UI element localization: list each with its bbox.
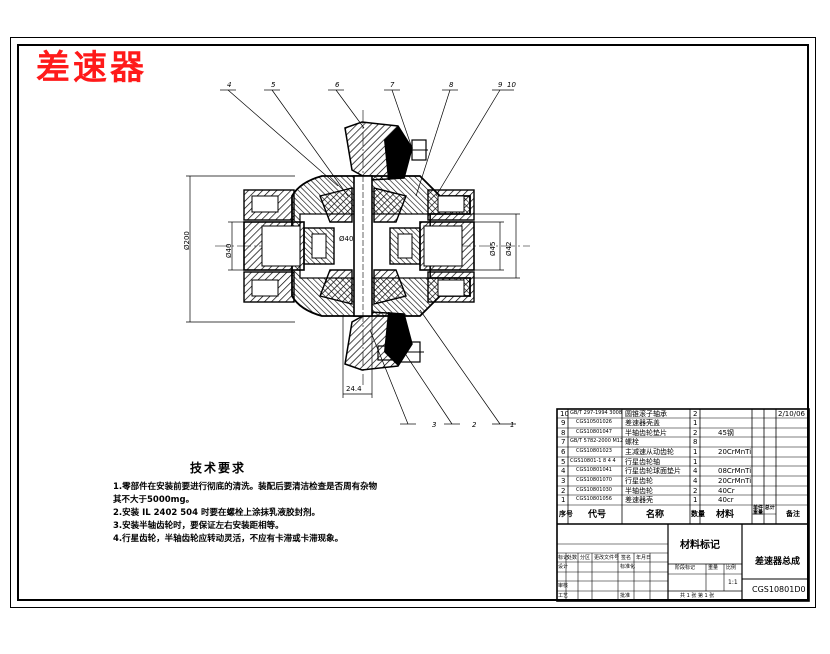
inner-frame: [17, 44, 809, 601]
header-note: 备注: [786, 510, 800, 518]
header-code: 代号: [588, 510, 607, 520]
leader-4: 4: [227, 81, 232, 89]
requirement-line-2: 其不大于5000mg。: [113, 495, 195, 505]
side-gears: [303, 227, 421, 265]
leader-6: 6: [335, 81, 340, 89]
leader-2: 2: [472, 421, 477, 429]
leader-1: 1: [510, 421, 515, 429]
ring-gear-bottom: [344, 311, 424, 371]
header-qty: 数量: [691, 510, 705, 518]
requirement-line-3: 2.安装 IL 2402 504 时要在螺栓上涂抹乳液胶封剂。: [113, 508, 320, 518]
left-bearing: [243, 189, 295, 303]
ring-gear-top: [344, 121, 428, 181]
drawing-number: CGS10801D0: [752, 585, 806, 594]
leader-lines: [220, 89, 516, 425]
dim-d5: Ø42: [505, 241, 513, 256]
dim-d4: Ø45: [489, 241, 497, 256]
leader-7: 7: [390, 81, 395, 89]
leader-9: 9: [498, 81, 503, 89]
header-no: 序号: [559, 510, 573, 518]
requirement-line-5: 4.行星齿轮，半轴齿轮应转动灵活，不应有卡滞或卡滞现象。: [113, 534, 344, 544]
outer-frame: [10, 37, 816, 608]
dimension-lines: [186, 175, 520, 398]
dim-d1: Ø200: [183, 231, 191, 250]
leader-10: 10: [507, 81, 516, 89]
requirement-line-1: 1.零部件在安装前要进行彻底的清洗。装配后要清洁检查是否周有杂物: [113, 482, 378, 492]
right-bearing: [427, 189, 475, 303]
drawing-name: 差速器总成: [755, 557, 801, 567]
material-mark: 材料标记: [680, 540, 720, 551]
sheet-title: 差速器: [36, 48, 147, 88]
leader-5: 5: [271, 81, 276, 89]
header-name: 名称: [646, 510, 665, 520]
table-top-right: 2/10/06: [778, 410, 805, 418]
dim-w1: 24.4: [346, 385, 362, 393]
leader-8: 8: [449, 81, 454, 89]
parts-table-grid: [556, 408, 810, 602]
requirements-title: 技术要求: [190, 461, 247, 475]
dim-d3: Ø40: [339, 235, 354, 243]
leader-3: 3: [432, 421, 437, 429]
dim-d2: Ø40: [225, 243, 233, 258]
requirement-line-4: 3.安装半轴齿轮时，要保证左右安装距相等。: [113, 521, 284, 531]
planet-gears: [319, 187, 407, 305]
header-material: 材料: [716, 510, 735, 520]
header-weight: 单件 总计 重量: [753, 505, 775, 516]
